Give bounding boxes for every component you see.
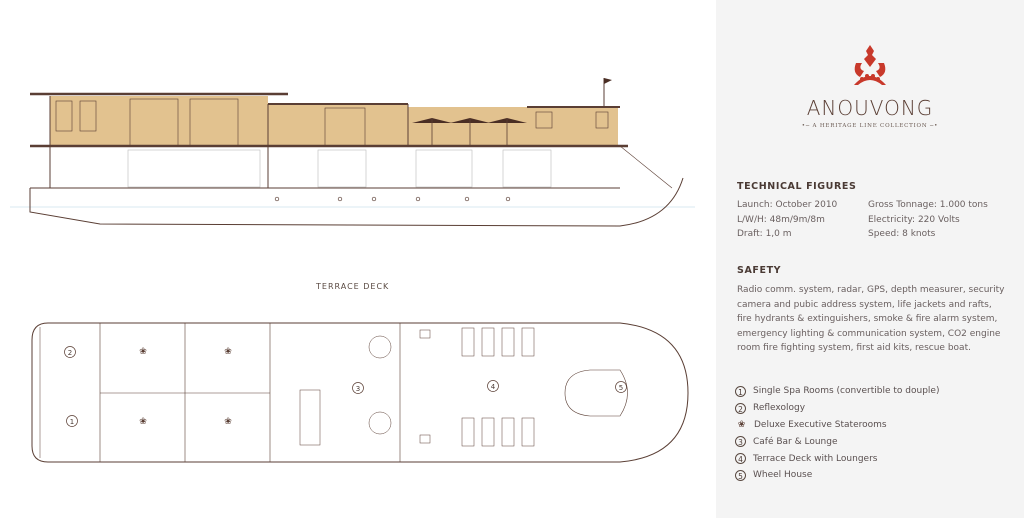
marker-4-icon: 4 [735,453,746,465]
brand-name: ANOUVONG [806,96,934,120]
lotus-icon: ❀ [224,347,232,357]
brand-logo-icon [854,45,886,85]
legend: 1 Single Spa Rooms (convertible to douple… [735,383,939,484]
legend-label: Terrace Deck with Loungers [753,453,878,464]
plan-marker-1: 1 [70,418,74,426]
dimensions-value: L/W/H: 48m/9m/8m [737,214,825,225]
plan-marker-5: 5 [619,384,623,392]
ship-side-elevation [10,78,695,227]
draft-value: Draft: 1,0 m [737,229,792,239]
legend-item: 4 Terrace Deck with Loungers [735,450,939,467]
legend-item: 2 Reflexology [735,400,939,417]
marker-1-icon: 1 [735,385,746,397]
speed-value: Speed: 8 knots [868,229,936,239]
technical-figures-right: Gross Tonnage: 1.000 tons Electricity: 2… [868,198,988,242]
launch-value: Launch: October 2010 [737,200,838,210]
legend-label: Wheel House [753,470,813,481]
legend-item: 5 Wheel House [735,467,939,484]
deck-plan-title: TERRACE DECK [316,282,390,291]
legend-label: Single Spa Rooms (convertible to douple) [753,386,940,397]
tonnage-value: Gross Tonnage: 1.000 tons [868,200,988,210]
legend-item: 1 Single Spa Rooms (convertible to douple… [735,383,939,400]
technical-figures-heading: TECHNICAL FIGURES [737,181,857,192]
marker-2-icon: 2 [735,402,746,414]
electricity-value: Electricity: 220 Volts [868,214,960,225]
lotus-icon: ❀ [737,419,746,430]
legend-item: ❀ Deluxe Executive Staterooms [735,417,939,434]
lotus-icon: ❀ [139,417,147,427]
ship-drawing-area: TERRACE DECK ❀ ❀ ❀ ❀ [10,78,695,463]
marker-5-icon: 5 [735,469,746,481]
legend-label: Café Bar & Lounge [753,436,838,447]
lotus-icon: ❀ [139,347,147,357]
safety-text: Radio comm. system, radar, GPS, depth me… [737,285,1005,354]
legend-label: Reflexology [753,403,806,414]
technical-figures-left: Launch: October 2010 L/W/H: 48m/9m/8m Dr… [737,198,837,242]
legend-label: Deluxe Executive Staterooms [754,419,887,430]
info-panel: ANOUVONG •─ A HERITAGE LINE COLLECTION ─… [716,0,1024,518]
plan-marker-3: 3 [356,385,360,393]
terrace-deck-plan: ❀ ❀ ❀ ❀ 1 2 3 4 5 [31,322,689,463]
brand-subtitle: •─ A HERITAGE LINE COLLECTION ─• [801,123,939,129]
plan-marker-2: 2 [68,349,72,357]
legend-item: 3 Café Bar & Lounge [735,433,939,450]
safety-heading: SAFETY [737,265,782,276]
marker-3-icon: 3 [735,436,746,448]
plan-marker-4: 4 [491,383,496,391]
brand-subtitle-text: A HERITAGE LINE COLLECTION [812,123,928,129]
lotus-icon: ❀ [224,417,232,427]
